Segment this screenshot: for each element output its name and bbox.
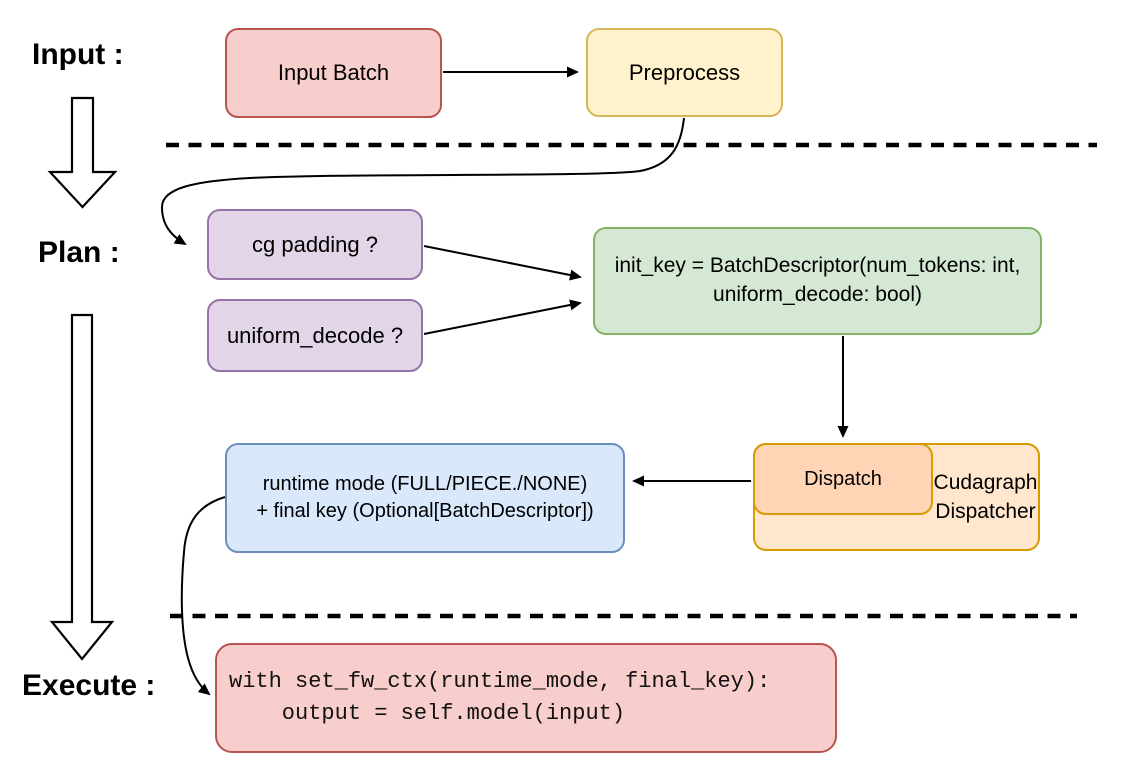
init-key-line1: init_key = BatchDescriptor(num_tokens: i… bbox=[614, 254, 1021, 278]
uniform-decode-node: uniform_decode ? bbox=[207, 299, 423, 372]
input-batch-node: Input Batch bbox=[225, 28, 442, 118]
init-key-node: init_key = BatchDescriptor(num_tokens: i… bbox=[593, 227, 1042, 335]
connector-cg-padding-to-init-key bbox=[423, 245, 582, 281]
cudagraph-label-line1: Cudagraph bbox=[933, 470, 1038, 494]
uniform-decode-label: uniform_decode ? bbox=[226, 322, 404, 348]
section-label-execute: Execute : bbox=[22, 669, 156, 702]
execute-code-line1: with set_fw_ctx(runtime_mode, final_key)… bbox=[229, 669, 771, 695]
section-label-plan: Plan : bbox=[38, 236, 120, 269]
execute-code-line2: output = self.model(input) bbox=[229, 701, 626, 726]
cg-padding-node: cg padding ? bbox=[207, 209, 423, 280]
cudagraph-dispatcher-node: Dispatch Cudagraph Dispatcher bbox=[753, 443, 1040, 551]
preprocess-node: Preprocess bbox=[586, 28, 783, 117]
dispatch-node: Dispatch bbox=[753, 443, 933, 515]
cg-padding-label: cg padding ? bbox=[252, 231, 378, 257]
cudagraph-label-line2: Dispatcher bbox=[935, 500, 1036, 523]
preprocess-label: Preprocess bbox=[628, 59, 741, 85]
runtime-key-line1: runtime mode (FULL/PIECE./NONE) bbox=[262, 473, 588, 495]
connector-uniform-decode-to-init-key bbox=[423, 299, 582, 335]
execute-code-node: with set_fw_ctx(runtime_mode, final_key)… bbox=[215, 643, 837, 753]
input-batch-label: Input Batch bbox=[277, 60, 390, 86]
dispatch-label: Dispatch bbox=[804, 467, 882, 490]
plan-to-execute-big-arrow-icon bbox=[49, 313, 115, 661]
runtime-key-line2: + final key (Optional[BatchDescriptor]) bbox=[256, 500, 594, 522]
runtime-mode-final-key-node: runtime mode (FULL/PIECE./NONE) + final … bbox=[225, 443, 625, 553]
section-label-input: Input : bbox=[32, 38, 124, 71]
cudagraph-dispatcher-label: Cudagraph Dispatcher bbox=[933, 445, 1038, 549]
input-to-plan-big-arrow-icon bbox=[47, 96, 118, 209]
init-key-line2: uniform_decode: bool) bbox=[713, 283, 922, 306]
